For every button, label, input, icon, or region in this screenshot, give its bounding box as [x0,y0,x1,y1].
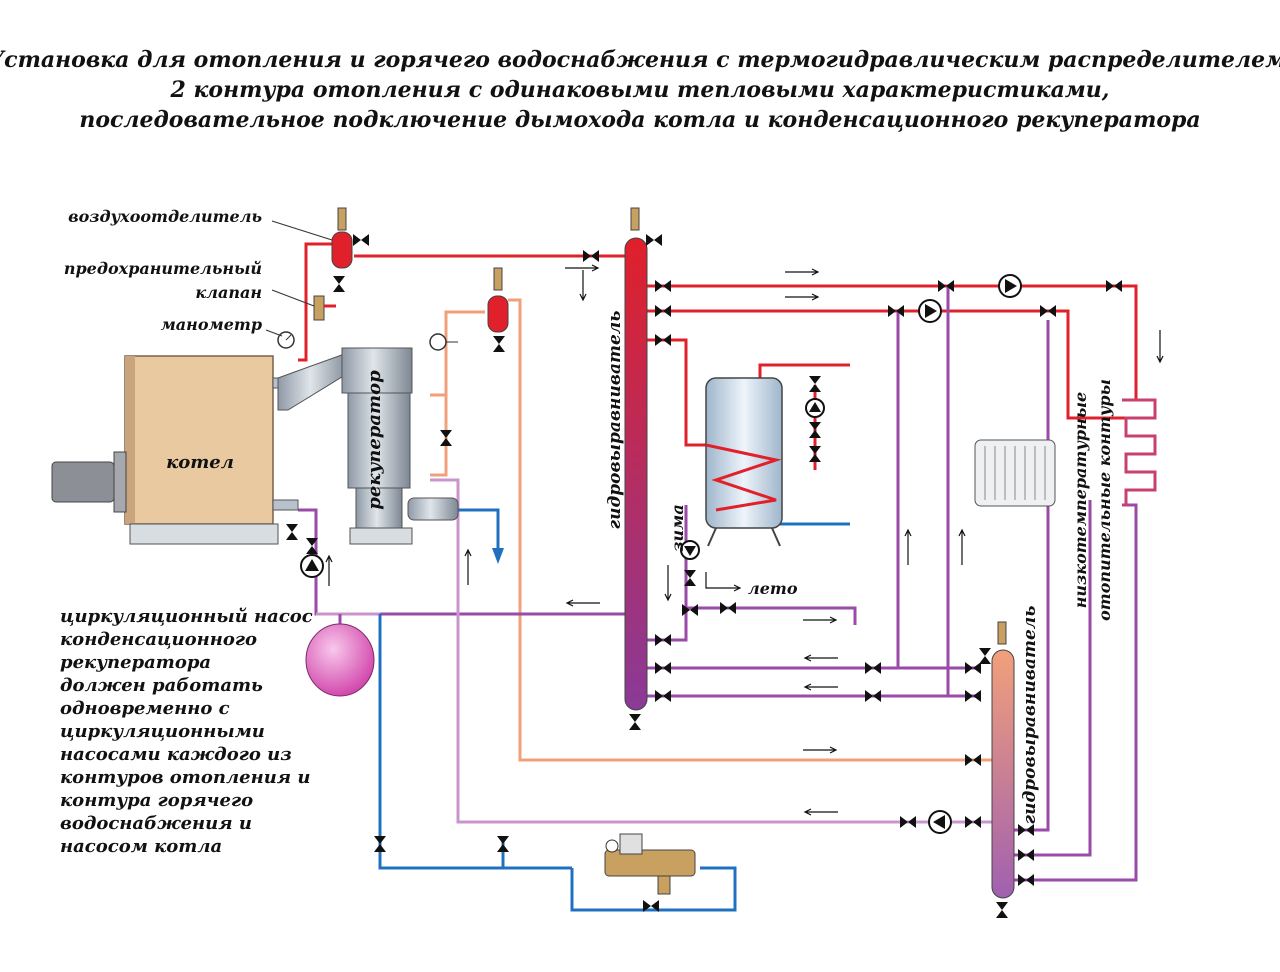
valves [286,234,1122,918]
air-vent-second [997,621,1007,645]
recuperator: рекуператор [341,347,459,545]
air-separator-label: воздухоотделитель [68,207,262,226]
note-line: водоснабжения и [60,813,252,834]
note-line: должен работать [60,675,263,696]
air-separator-recuperator [487,267,509,333]
flue-pipe [277,351,351,411]
safety-valve-label-2: клапан [195,283,262,302]
note-line: насосом котла [60,836,222,857]
boiler-label: котел [166,452,234,473]
note-line: рекуператора [60,652,211,673]
mixing-valve-assembly [604,833,696,895]
low-temp-label-1: низкотемпературные [1071,392,1090,609]
title-line-1: Установка для отопления и горячего водос… [0,47,1280,73]
note-line: одновременно с [60,698,230,719]
air-vent-main [630,207,640,231]
hot-water-tank [705,377,783,547]
winter-label: зима [668,504,687,551]
main-separator-label: гидровыравниватель [605,311,625,530]
note-line: циркуляционными [60,721,265,742]
note-text: циркуляционный насос конденсационного ре… [60,606,313,857]
boiler: котел [51,355,299,545]
title-line-2: 2 контура отопления с одинаковыми теплов… [170,77,1110,103]
note-line: циркуляционный насос [60,606,313,627]
main-hydro-separator: гидровыравниватель [605,237,648,711]
air-separator-top [331,207,353,269]
summer-label: лето [748,579,798,598]
safety-valve [313,295,336,321]
light-return-pipes [316,478,992,824]
leader-lines [265,220,333,337]
manometer-label: манометр [161,315,262,334]
safety-valve-label-1: предохранительный [64,259,262,278]
warm-supply-pipes [430,298,992,762]
expansion-tank [305,614,375,697]
manometer-gauge-recuperator [429,333,458,351]
radiator [974,439,1056,507]
note-line: контура горячего [60,790,253,811]
pumps [300,274,1022,834]
title-line-3: последовательное подключение дымохода ко… [79,107,1200,133]
recuperator-label: рекуператор [364,370,385,510]
note-line: конденсационного [60,629,257,650]
note-line: насосами каждого из [60,744,292,765]
low-temp-label-2: отопительные контуры [1095,379,1114,621]
manometer-gauge [277,331,295,349]
second-separator-label: гидровыравниватель [1020,606,1040,825]
drain-arrow [492,548,504,564]
note-line: контуров отопления и [60,767,310,788]
second-hydro-separator: гидровыравниватель [991,606,1040,899]
flow-arrows [325,264,1164,816]
floor-heating-coil [1122,398,1157,507]
